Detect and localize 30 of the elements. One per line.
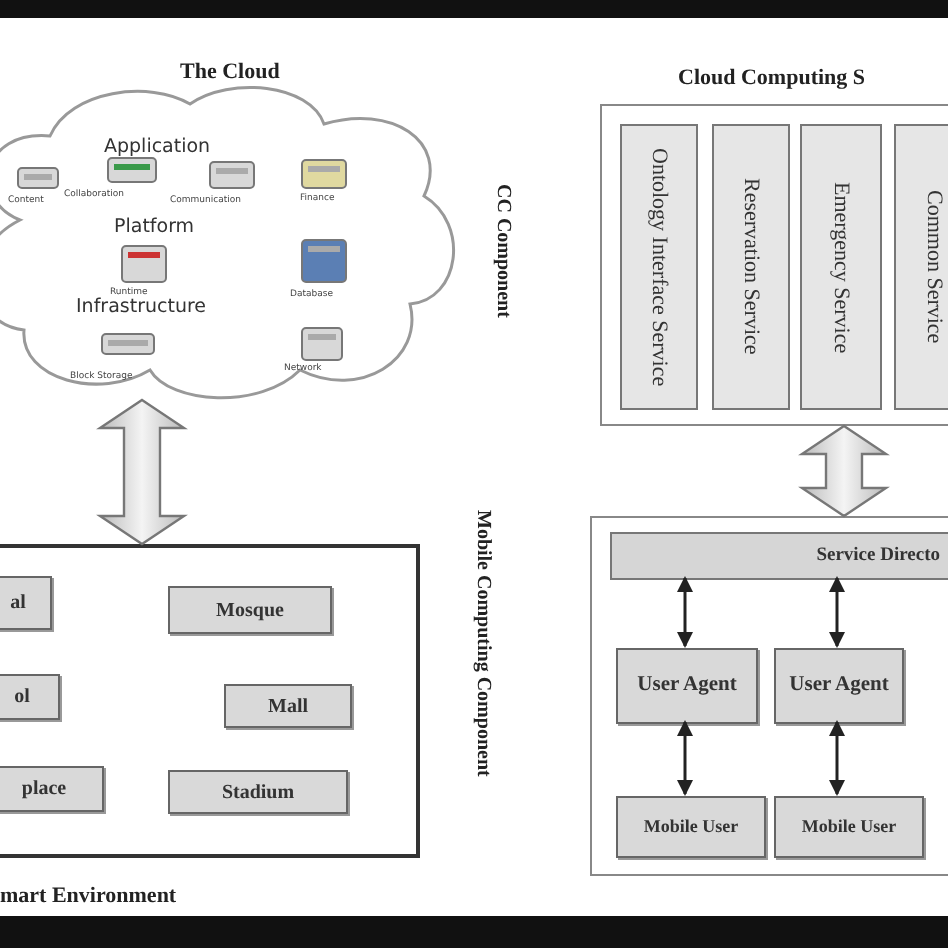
entity-box: ol bbox=[0, 674, 60, 720]
component-label: CC Component bbox=[492, 184, 514, 318]
cloud-title: The Cloud bbox=[180, 60, 280, 84]
double-arrow bbox=[96, 398, 188, 546]
entity-box: Mosque bbox=[168, 586, 332, 634]
service-column: Emergency Service bbox=[800, 124, 882, 410]
group-title: mart Environment bbox=[0, 884, 177, 908]
double-arrow bbox=[798, 424, 890, 518]
layer-title: Platform bbox=[114, 216, 195, 238]
entity-box: User Agent bbox=[616, 648, 758, 724]
layer-title: Application bbox=[104, 136, 211, 158]
entity-box: Mobile User bbox=[616, 796, 766, 858]
entity-box: Mobile User bbox=[774, 796, 924, 858]
layer-title: Infrastructure bbox=[76, 296, 207, 318]
arrow bbox=[829, 576, 845, 648]
service-column: Common Service bbox=[894, 124, 948, 410]
directory-bar: Service Directo bbox=[610, 532, 948, 580]
entity-box: User Agent bbox=[774, 648, 904, 724]
service-column: Reservation Service bbox=[712, 124, 790, 410]
entity-box: Stadium bbox=[168, 770, 348, 814]
arrow bbox=[829, 720, 845, 796]
component-panel bbox=[590, 516, 948, 876]
arrow bbox=[677, 576, 693, 648]
entity-box: place bbox=[0, 766, 104, 812]
arrow bbox=[677, 720, 693, 796]
service-column: Ontology Interface Service bbox=[620, 124, 698, 410]
entity-box: Mall bbox=[224, 684, 352, 728]
component-label: Mobile Computing Component bbox=[472, 510, 494, 777]
entity-box: al bbox=[0, 576, 52, 630]
group-title: Cloud Computing S bbox=[678, 66, 866, 90]
